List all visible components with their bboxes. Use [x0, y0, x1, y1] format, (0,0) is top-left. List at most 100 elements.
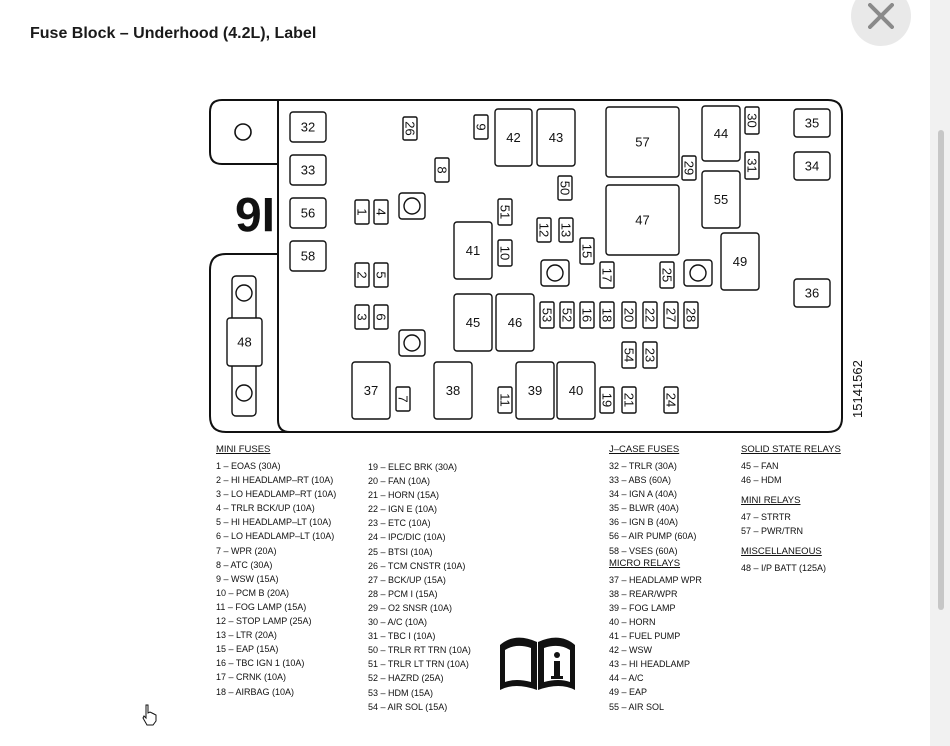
fuse-slot-16: 16: [579, 301, 595, 329]
legend-item-micro-relay: 38 – REAR/WPR: [609, 588, 678, 599]
part-number: 15141562: [850, 360, 865, 418]
fuse-slot-outline: [373, 304, 389, 330]
legend-item-mini-fuse: 30 – A/C (10A): [368, 617, 428, 628]
legend-heading-micro-relays: MICRO RELAYS: [609, 557, 681, 569]
fuse-slot-outline: [579, 301, 595, 329]
fuse-slot-outline: [701, 170, 741, 229]
fuse-slot-outline: [453, 221, 493, 280]
fuse-slot-label: 1: [355, 208, 370, 215]
fuse-slot-outline: [663, 301, 679, 329]
fuse-slot-label: 43: [549, 130, 563, 145]
fuse-slot-outline: [354, 304, 370, 330]
fuse-slot-38: 38: [433, 361, 473, 420]
fuse-slot-3: 3: [354, 304, 370, 330]
legend-item-jcase-fuse: 58 – VSES (60A): [609, 545, 678, 556]
legend-heading-miscellaneous: MISCELLANEOUS: [741, 546, 822, 558]
fuse-slot-label: 25: [660, 268, 675, 282]
fuse-slot-outline: [599, 386, 615, 414]
fuse-slot-9: 9: [473, 114, 489, 140]
fuse-slot-55: 55: [701, 170, 741, 229]
fuse-slot-label: 49: [733, 254, 747, 269]
mount-tab-bottom: [209, 253, 290, 433]
mount-tab-top: [209, 99, 278, 165]
fuse-slot-outline: [373, 199, 389, 225]
fuse-slot-outline: [354, 262, 370, 288]
fuse-slot-17: 17: [599, 261, 615, 289]
fuse-slot-48: 48: [226, 317, 263, 367]
fuse-slot-43: 43: [536, 108, 576, 167]
fuse-slot-label: 5: [374, 271, 389, 278]
legend-item-mini-fuse: 25 – BTSI (10A): [368, 546, 433, 557]
fuse-slot-label: 41: [466, 243, 480, 258]
fuse-slot-outline: [473, 114, 489, 140]
fuse-slot-6: 6: [373, 304, 389, 330]
legend-heading-mini-relays: MINI RELAYS: [741, 495, 801, 507]
legend-item-mini-fuse: 23 – ETC (10A): [368, 518, 431, 529]
legend-item-mini-fuse: 19 – ELEC BRK (30A): [368, 462, 458, 472]
fuse-slot-outline: [663, 386, 679, 414]
fuse-slot-28: 28: [683, 301, 699, 329]
fuse-slot-5: 5: [373, 262, 389, 288]
scrollbar-thumb[interactable]: [938, 130, 944, 610]
fuse-slot-label: 45: [466, 315, 480, 330]
legend-item-micro-relay: 41 – FUEL PUMP: [609, 631, 681, 642]
legend-item-micro-relay: 55 – AIR SOL: [609, 701, 665, 712]
fuse-slot-outline: [536, 217, 552, 243]
legend-item-mini-fuse: 5 – HI HEADLAMP–LT (10A): [216, 517, 332, 528]
legend-item-mini-fuse: 26 – TCM CNSTR (10A): [368, 560, 466, 571]
fuse-slot-46: 46: [495, 293, 535, 352]
fuse-slot-52: 52: [559, 301, 575, 329]
fuse-slot-label: 26: [403, 121, 418, 135]
legend-item-micro-relay: 43 – HI HEADLAMP: [609, 659, 691, 670]
fuse-slot-29: 29: [681, 155, 697, 181]
fuse-slot-label: 6: [374, 313, 389, 320]
fuse-slot-label: 16: [580, 308, 595, 322]
fuse-slot-label: 37: [364, 383, 378, 398]
fuse-slot-4: 4: [373, 199, 389, 225]
close-button[interactable]: [851, 0, 911, 46]
legend-item-mini-fuse: 53 – HDM (15A): [368, 687, 434, 698]
fuse-slot-outline: [539, 301, 555, 329]
legend-item-mini-fuse: 7 – WPR (20A): [216, 545, 277, 556]
legend-item-mini-fuse: 20 – FAN (10A): [368, 476, 431, 487]
fuse-slot-47: 47: [605, 184, 680, 256]
fuse-slot-outline: [621, 341, 637, 369]
fuse-slot-outline: [497, 198, 513, 226]
fuse-slot-33: 33: [289, 154, 327, 186]
fuse-slot-label: 10: [498, 246, 513, 260]
fuse-slot-49: 49: [720, 232, 760, 291]
legend-item-mini-fuse: 28 – PCM I (15A): [368, 588, 438, 599]
fuse-slot-label: 31: [745, 158, 760, 172]
fuse-slot-56: 56: [289, 197, 327, 229]
legend-item-solid-state-relay: 46 – HDM: [741, 475, 782, 486]
fuse-slot-outline: [621, 386, 637, 414]
fuse-slot-outline: [351, 361, 391, 420]
fuse-slot-19: 19: [599, 386, 615, 414]
fuse-slot-outline: [433, 361, 473, 420]
legend-item-mini-fuse: 10 – PCM B (20A): [216, 587, 290, 598]
fuse-slot-outline: [289, 111, 327, 143]
fuse-slot-label: 19: [600, 393, 615, 407]
fuse-slot-outline: [434, 157, 450, 183]
fuse-slot-outline: [744, 106, 760, 135]
hand-pointer-icon: [142, 704, 157, 726]
fuse-slot-30: 30: [744, 106, 760, 135]
fuse-slot-label: 58: [301, 249, 315, 264]
fuse-slot-outline: [289, 154, 327, 186]
fuse-slot-36: 36: [793, 278, 831, 308]
fuse-slot-13: 13: [558, 217, 574, 243]
fuse-slot-label: 18: [600, 308, 615, 322]
legend-item-mini-fuse: 21 – HORN (15A): [368, 490, 440, 501]
legend-item-mini-fuse: 12 – STOP LAMP (25A): [216, 616, 312, 627]
fuse-slot-label: 47: [635, 213, 649, 228]
fuse-slot-label: 33: [301, 163, 315, 178]
fuse-slot-label: 2: [355, 271, 370, 278]
fuse-slot-label: 52: [560, 308, 575, 322]
owners-manual-icon: [500, 637, 575, 690]
fuse-slot-outline: [701, 105, 741, 162]
legend-item-micro-relay: 42 – WSW: [609, 645, 653, 656]
fuse-slot-outline: [605, 184, 680, 256]
legend-item-mini-fuse: 31 – TBC I (10A): [368, 631, 436, 642]
